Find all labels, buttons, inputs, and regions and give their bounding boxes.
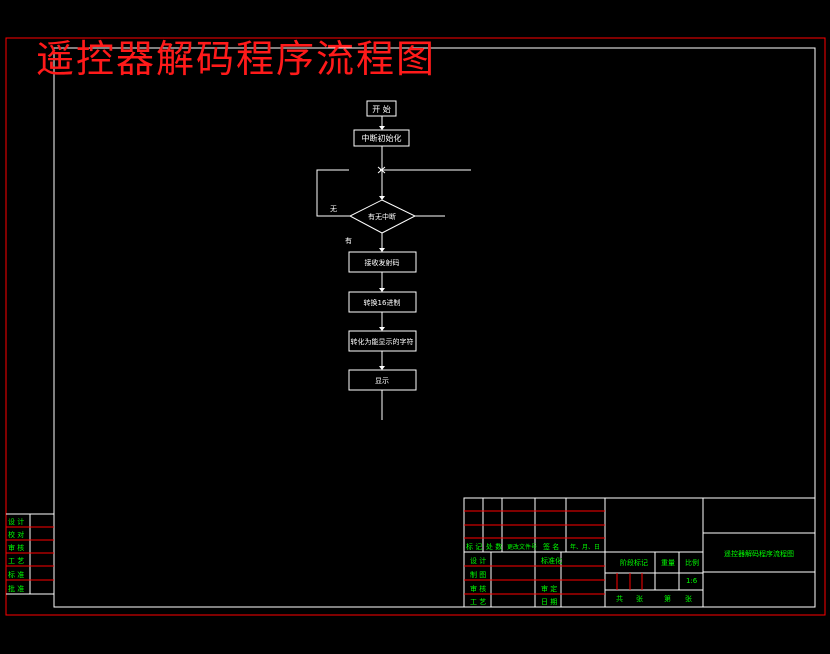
weight-label: 重量 — [661, 559, 675, 567]
step4-label: 显示 — [375, 377, 389, 385]
left-label-2: 审 核 — [8, 543, 24, 552]
left-label-1: 校 对 — [8, 530, 24, 539]
step1-label: 接收发射码 — [365, 258, 400, 267]
inner-border — [53, 47, 816, 608]
row-label-3: 工 艺 — [470, 598, 486, 606]
drawing-title: 遥控器解码程序流程图 — [36, 37, 436, 81]
branch-no-label: 无 — [330, 205, 337, 213]
sheet-label-2: 第 — [664, 594, 671, 603]
header-col-0: 标 记 — [466, 542, 482, 551]
mid-label-2: 日 期 — [541, 598, 557, 606]
stage-label: 阶段标记 — [620, 558, 648, 567]
header-col-2: 更改文件号 — [507, 543, 537, 551]
left-label-4: 标 准 — [8, 570, 24, 579]
scale-value: 1:6 — [686, 577, 698, 585]
outer-border — [5, 37, 826, 616]
header-col-4: 年、月、日 — [570, 543, 600, 551]
mid-label-1: 审 定 — [541, 584, 557, 593]
sheet-label-0: 共 — [616, 594, 623, 603]
step2-label: 转换16进制 — [364, 298, 401, 307]
init-label: 中断初始化 — [362, 133, 402, 143]
row-label-0: 设 计 — [470, 556, 486, 565]
sheet-label-3: 张 — [685, 594, 692, 603]
title-block: 标 记 处 数 更改文件号 签 名 年、月、日 设 计 制 图 审 核 工 艺 … — [463, 497, 816, 608]
start-label: 开 始 — [372, 104, 391, 114]
header-col-3: 签 名 — [543, 542, 559, 551]
left-label-0: 设 计 — [8, 517, 24, 526]
sheet-label-1: 张 — [636, 594, 643, 603]
drawing-name: 遥控器解码程序流程图 — [724, 549, 794, 558]
decision-label: 有无中断 — [368, 212, 396, 221]
left-label-5: 批 准 — [8, 584, 24, 593]
header-col-1: 处 数 — [486, 542, 502, 551]
row-label-2: 审 核 — [470, 584, 486, 593]
row-label-1: 制 图 — [470, 570, 486, 579]
step3-label: 转化为能显示的字符 — [351, 337, 414, 346]
branch-yes-label: 有 — [345, 236, 352, 245]
left-label-3: 工 艺 — [8, 557, 24, 565]
flow-arrows — [379, 126, 385, 370]
mid-label-0: 标准化 — [541, 556, 562, 565]
scale-label: 比例 — [685, 558, 699, 567]
left-approval-block: 设 计 校 对 审 核 工 艺 标 准 批 准 — [6, 513, 54, 595]
